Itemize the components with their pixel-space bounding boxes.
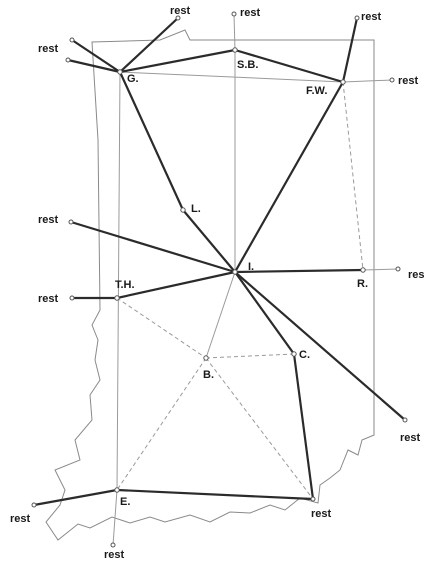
rest-label-e-s: rest [104, 549, 125, 561]
edge-i-b-thin [205, 271, 236, 359]
rest-label-r: res [408, 269, 425, 281]
edge-g-e-thin [116, 71, 121, 491]
rest-point-fw-n [354, 15, 360, 21]
node-i [232, 269, 238, 275]
edge-e-rest-bottom [115, 488, 315, 501]
rest-point-r [395, 266, 401, 272]
label-th: T.H. [115, 279, 135, 291]
label-g: G. [127, 73, 139, 85]
label-l: L. [191, 203, 201, 215]
rest-label-fw-e: rest [398, 75, 419, 87]
label-r: R. [357, 278, 368, 290]
edge-e-rest-w [32, 488, 119, 507]
edge-fw-rest [341, 16, 359, 84]
node-b [203, 355, 209, 361]
edge-th-b-dashed [116, 297, 207, 359]
rest-point-e-w [31, 502, 37, 508]
label-sb: S.B. [237, 59, 258, 71]
node-c [291, 351, 297, 357]
rest-point-i-se [402, 417, 408, 423]
rest-point-i-w [68, 219, 74, 225]
edge-r-rest-thin [362, 268, 399, 271]
edge-b-e-dashed [116, 357, 207, 491]
node-e [114, 487, 120, 493]
edge-fw-rest-thin [342, 79, 393, 83]
node-sb [232, 47, 238, 53]
edge-g-fw-thin [119, 71, 344, 83]
edge-c-rest [292, 352, 315, 501]
node-th [114, 295, 120, 301]
edge-i-r [233, 268, 365, 274]
rest-label-th: rest [38, 293, 59, 305]
edge-fw-r-dashed [342, 81, 364, 271]
edge-g-rest-ne [118, 16, 180, 74]
edge-sb-rest-thin [233, 13, 236, 51]
node-l [180, 207, 186, 213]
rest-point-g-w [65, 57, 71, 63]
rest-label-e-w: rest [10, 513, 31, 525]
rest-label-c: rest [311, 508, 332, 520]
rest-label-g-nw: rest [38, 43, 59, 55]
label-b: B. [203, 369, 214, 381]
rest-label-sb: rest [240, 7, 261, 19]
edge-i-rest-se [233, 270, 407, 422]
label-fw: F.W. [306, 85, 327, 97]
rest-point-g-nw [69, 37, 75, 43]
rest-point-g-ne [175, 15, 181, 21]
edge-b-rest-dashed [205, 357, 314, 500]
edge-i-c [233, 270, 296, 356]
edge-g-l [118, 70, 185, 212]
node-g [117, 69, 123, 75]
rest-label-i-se: rest [400, 432, 421, 444]
edge-g-rest-w [66, 58, 122, 74]
edge-b-c-dashed [205, 353, 295, 359]
rest-point-sb [231, 11, 237, 17]
edge-i-rest-w [69, 220, 237, 274]
rest-label-g-ne: rest [170, 5, 191, 17]
rest-point-e-s [110, 542, 116, 548]
edge-e-rest-thin [112, 489, 118, 546]
rest-point-c [310, 496, 316, 502]
rest-point-th [69, 295, 75, 301]
label-i: I. [248, 261, 254, 273]
edge-sb-fw [233, 48, 345, 84]
edge-g-rest-nw [70, 38, 122, 74]
edge-g-sb [118, 48, 237, 74]
edge-i-th [115, 270, 237, 300]
rest-label-fw-n: rest [361, 11, 382, 23]
edge-l-i [181, 208, 237, 274]
label-e: E. [120, 496, 130, 508]
rest-label-i-w: rest [38, 214, 59, 226]
label-c: C. [299, 349, 310, 361]
edge-fw-i [233, 80, 345, 274]
node-r [360, 267, 366, 273]
rest-point-fw-e [389, 77, 395, 83]
node-fw [340, 79, 346, 85]
state-outline [45, 29, 375, 541]
